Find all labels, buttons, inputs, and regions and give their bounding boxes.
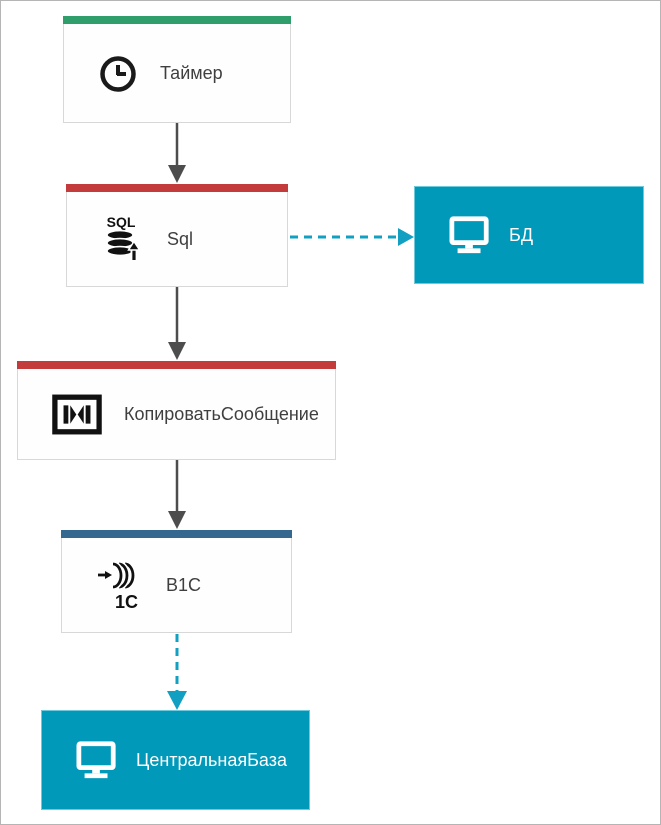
node-label: КопироватьСообщение xyxy=(124,404,319,424)
node-label: В1С xyxy=(166,575,202,595)
node-label: БД xyxy=(509,224,534,245)
connector-copymessage-v1c xyxy=(168,459,186,529)
node-db[interactable]: БД xyxy=(414,186,644,284)
sql-database-icon: SQL xyxy=(101,214,145,266)
node-label: ЦентральнаяБаза xyxy=(136,749,287,770)
node-label: Таймер xyxy=(160,63,223,83)
connector-sql-copymessage xyxy=(168,286,186,360)
connector-sql-db xyxy=(290,228,414,246)
node-sql[interactable]: SQL Sql xyxy=(66,184,288,287)
connector-timer-sql xyxy=(168,122,186,183)
node-label: Sql xyxy=(167,229,194,249)
node-v1c[interactable]: 1С В1С xyxy=(61,530,292,633)
map-transform-icon xyxy=(52,394,102,435)
node-central-base[interactable]: ЦентральнаяБаза xyxy=(41,710,310,810)
one-c-glyph: 1С xyxy=(115,592,138,612)
monitor-icon xyxy=(449,215,491,255)
sql-glyph: SQL xyxy=(107,214,136,230)
connector-v1c-centralbase xyxy=(167,634,187,710)
node-copy-message[interactable]: КопироватьСообщение xyxy=(17,361,336,460)
node-accent-bar-green xyxy=(63,16,291,24)
clock-icon xyxy=(98,54,138,94)
node-accent-bar-red xyxy=(17,361,336,369)
one-c-queue-icon: 1С xyxy=(96,559,144,613)
node-timer[interactable]: Таймер xyxy=(63,16,291,123)
node-accent-bar-blue xyxy=(61,530,292,538)
node-accent-bar-red xyxy=(66,184,288,192)
monitor-icon xyxy=(76,740,118,780)
